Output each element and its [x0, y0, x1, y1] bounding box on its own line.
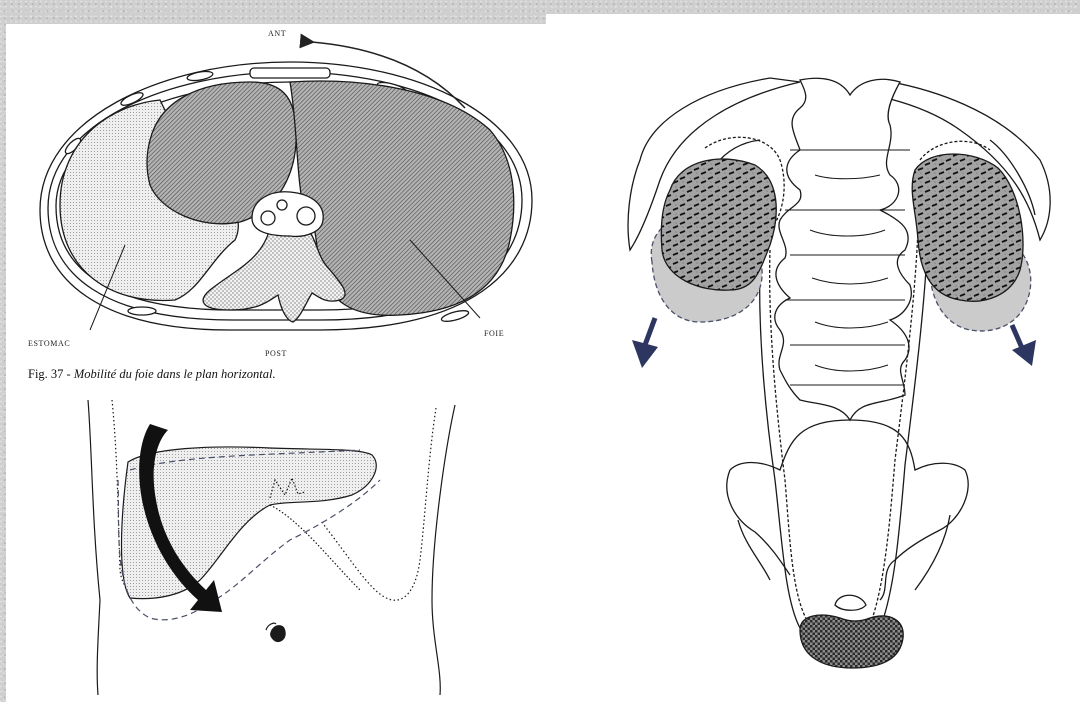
liver-cross-section-diagram — [40, 42, 532, 330]
esophagus — [277, 200, 287, 210]
left-kidney — [661, 159, 776, 290]
label-post: POST — [265, 349, 287, 358]
figure-caption: Fig. 37 - Mobilité du foie dans le plan … — [28, 367, 276, 382]
torso-left-contour — [88, 400, 100, 695]
vertebral-column — [775, 78, 912, 420]
left-kidney-arrow — [632, 318, 658, 368]
label-ant: ANT — [268, 29, 286, 38]
right-kidney — [912, 154, 1023, 301]
kidney-spine-diagram — [628, 78, 1050, 668]
aorta — [261, 211, 275, 225]
rib-margin-right — [320, 408, 436, 600]
figure-caption-text: Mobilité du foie dans le plan horizontal… — [74, 367, 276, 381]
figure-number: Fig. 37 - — [28, 367, 71, 381]
label-foie: FOIE — [484, 329, 504, 338]
label-estomac: ESTOMAC — [28, 339, 70, 348]
vena-cava — [297, 207, 315, 225]
pelvis — [727, 420, 968, 600]
torso-right-contour — [432, 405, 455, 695]
liver-inner-edge — [270, 505, 360, 590]
bladder — [800, 615, 903, 668]
umbilicus — [271, 626, 285, 642]
right-kidney-arrow — [1012, 325, 1036, 366]
